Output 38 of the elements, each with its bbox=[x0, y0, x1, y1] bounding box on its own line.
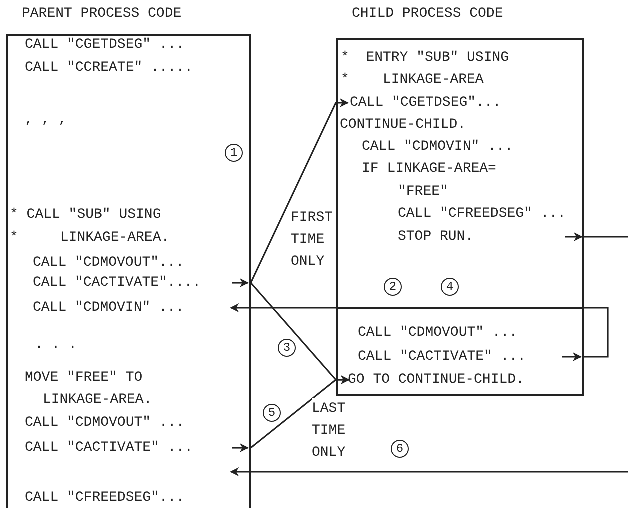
arrow bbox=[230, 468, 628, 476]
code-line: * LINKAGE-AREA. bbox=[10, 229, 170, 247]
panel-title: PARENT PROCESS CODE bbox=[22, 5, 182, 23]
code-line: IF LINKAGE-AREA= bbox=[362, 160, 496, 178]
code-line: CALL "CACTIVATE" ... bbox=[25, 439, 194, 457]
code-line: CALL "CACTIVATE" ... bbox=[358, 348, 526, 366]
code-line: STOP RUN. bbox=[398, 228, 474, 246]
code-line: * CALL "SUB" USING bbox=[10, 206, 162, 224]
step-number: 5 bbox=[263, 404, 281, 422]
code-line: "FREE" bbox=[398, 183, 448, 201]
code-line: CALL "CGETDSEG"... bbox=[350, 94, 502, 112]
arrow bbox=[230, 304, 609, 358]
step-number: 6 bbox=[391, 440, 409, 458]
code-line: GO TO CONTINUE-CHILD. bbox=[348, 371, 524, 389]
code-line: MOVE "FREE" TO bbox=[25, 369, 143, 387]
code-line: CALL "CGETDSEG" ... bbox=[25, 36, 185, 54]
code-line: CALL "CDMOVOUT"... bbox=[33, 254, 184, 272]
code-line: CALL "CFREEDSEG"... bbox=[25, 489, 185, 507]
code-line: CALL "CDMOVIN" ... bbox=[362, 138, 514, 156]
code-line: , , , bbox=[25, 111, 68, 129]
step-number: 4 bbox=[441, 278, 459, 296]
code-line: CALL "CACTIVATE".... bbox=[33, 274, 202, 292]
step-number: 1 bbox=[225, 144, 243, 162]
code-line: * LINKAGE-AREA bbox=[341, 71, 484, 89]
arrow bbox=[250, 98, 349, 284]
code-line: CALL "CFREEDSEG" ... bbox=[398, 205, 566, 223]
code-line: CALL "CDMOVOUT" ... bbox=[25, 414, 185, 432]
code-line: CALL "CDMOVOUT" ... bbox=[358, 324, 518, 342]
code-line: CALL "CCREATE" ..... bbox=[25, 59, 194, 77]
arrow bbox=[250, 376, 350, 449]
code-line: CONTINUE-CHILD. bbox=[340, 116, 466, 134]
step-number: 2 bbox=[384, 278, 402, 296]
code-line: . . . bbox=[35, 336, 78, 354]
code-line: CALL "CDMOVIN" ... bbox=[33, 299, 184, 317]
code-line: * ENTRY "SUB" USING bbox=[341, 49, 510, 67]
code-line: LINKAGE-AREA. bbox=[43, 391, 152, 409]
panel-title: CHILD PROCESS CODE bbox=[352, 5, 504, 23]
step-number: 3 bbox=[278, 339, 296, 357]
